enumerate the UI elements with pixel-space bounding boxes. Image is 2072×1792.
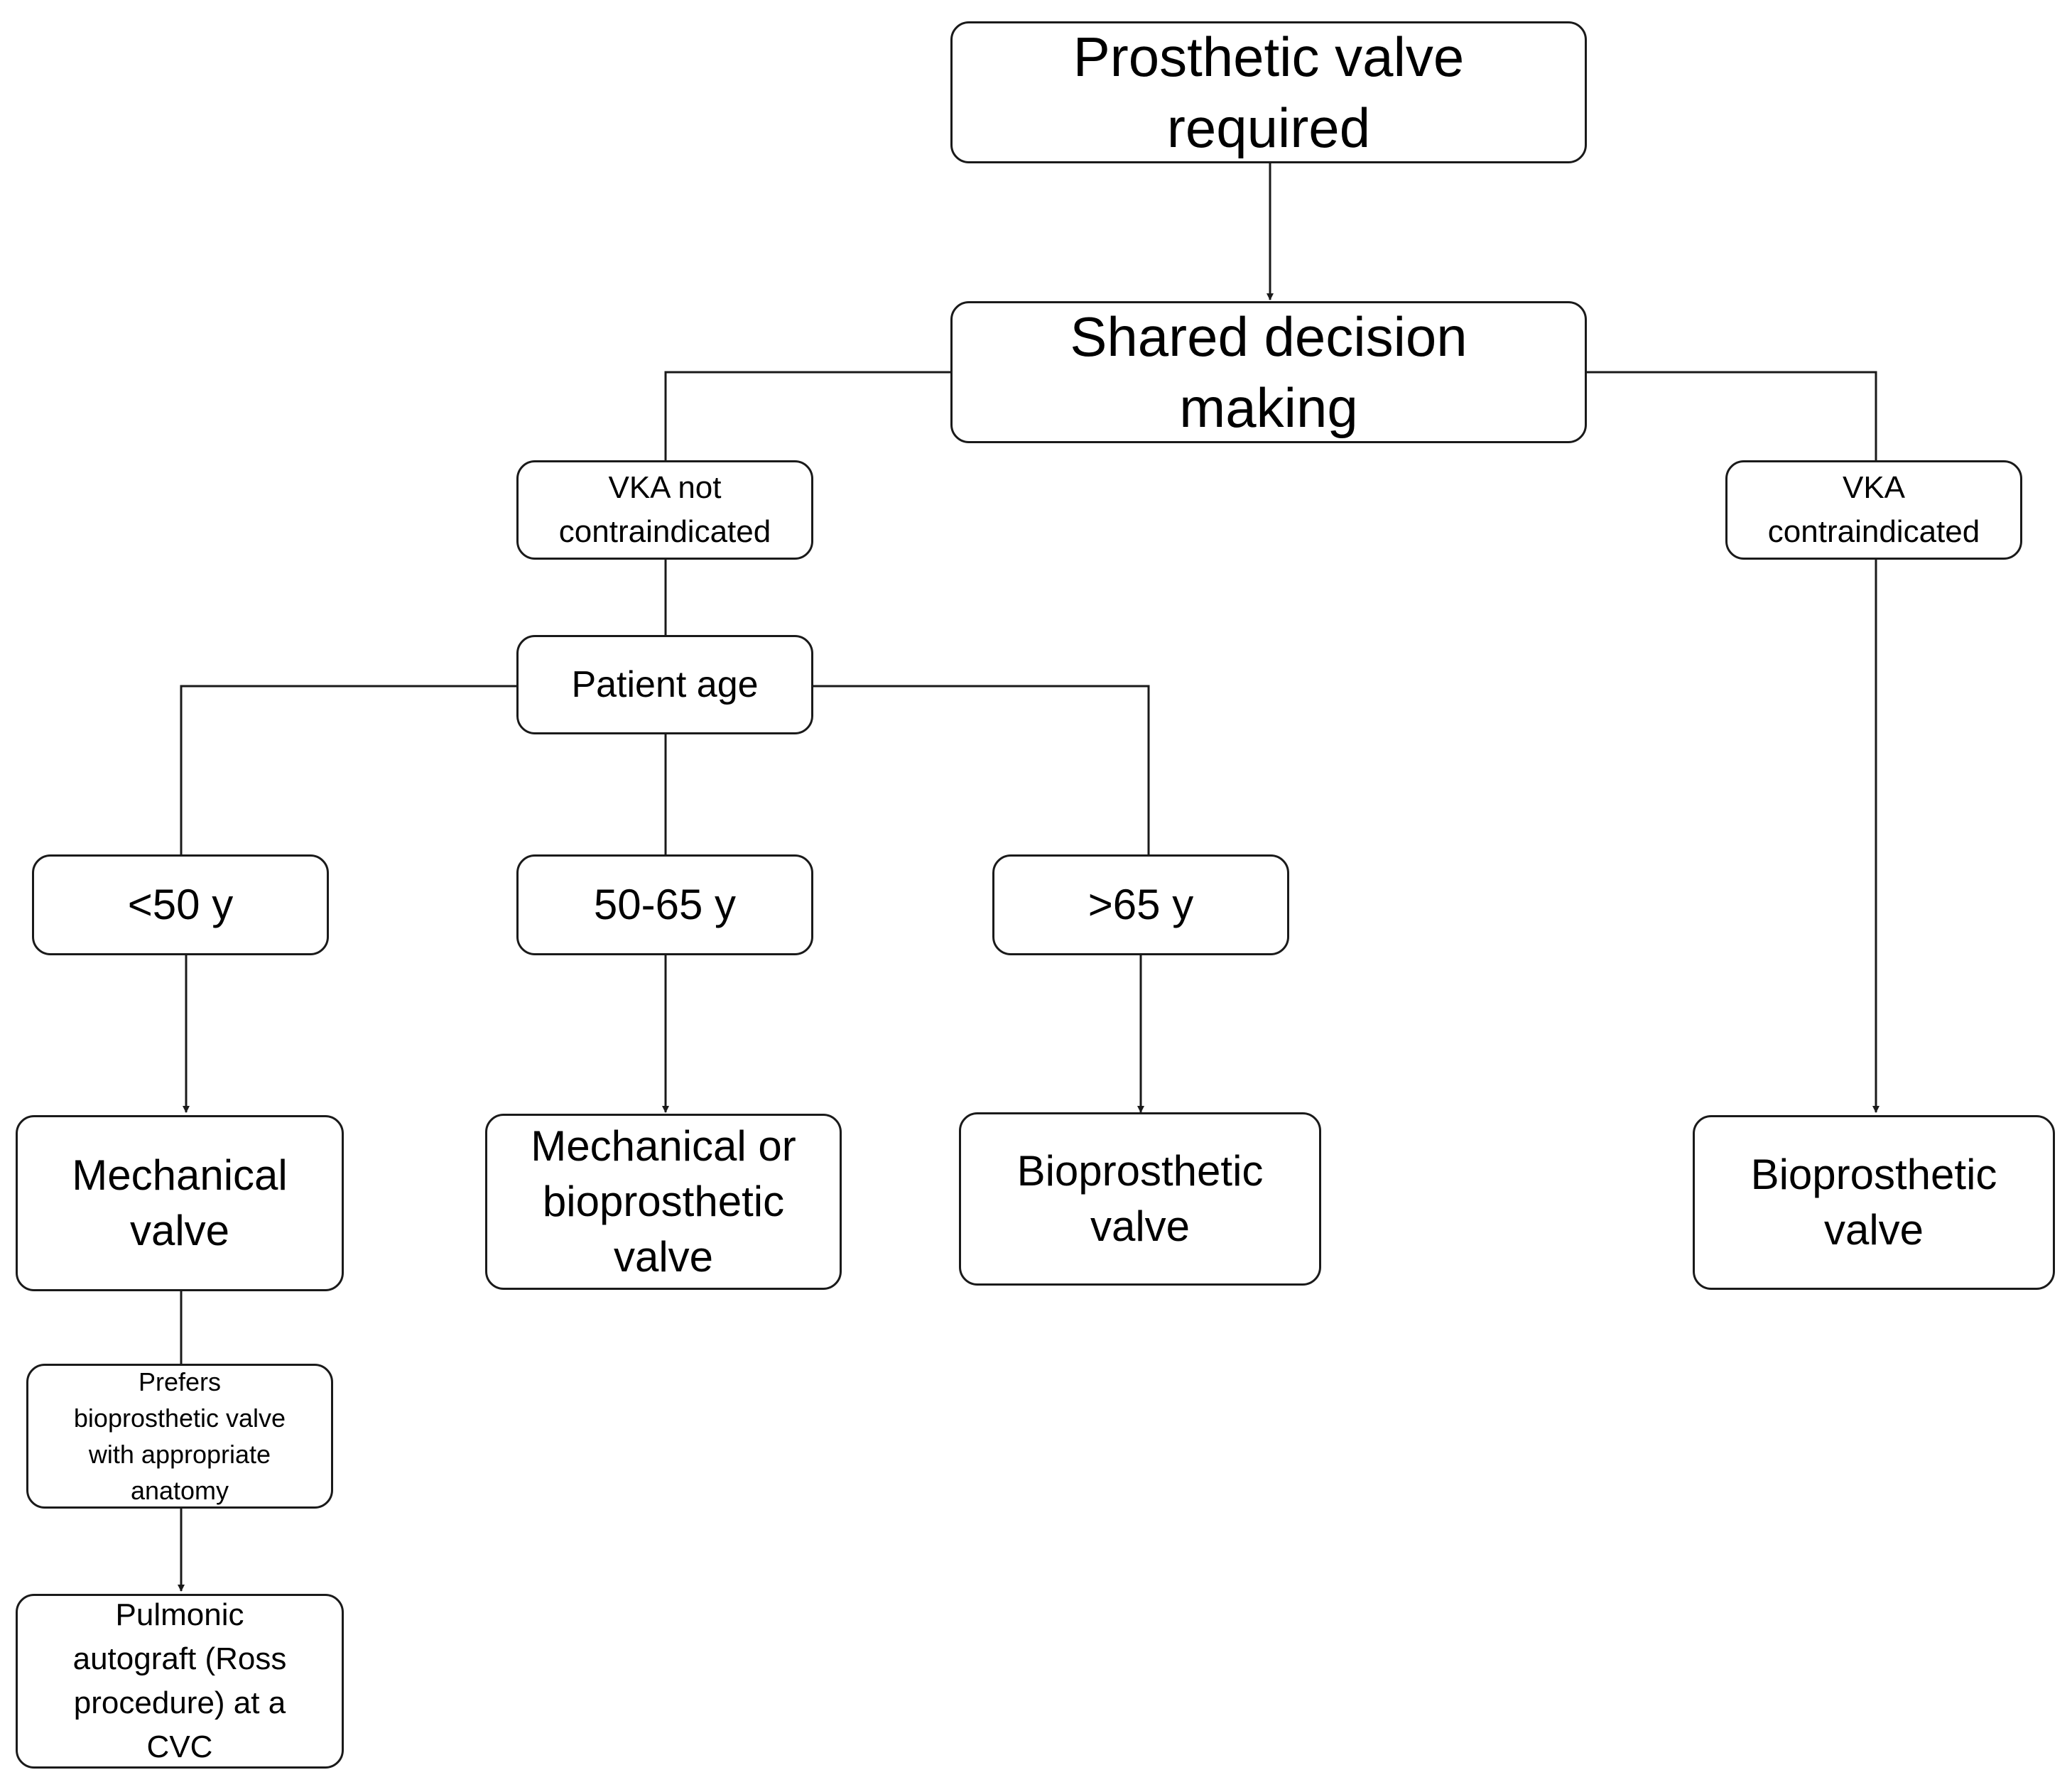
- ross-procedure-box: Pulmonic autograft (Ross procedure) at a…: [16, 1594, 344, 1769]
- age-under-50-box: <50 y: [32, 854, 329, 955]
- vka-contraindicated-box: VKA contraindicated: [1725, 460, 2022, 560]
- bioprosthetic-valve-vka-box: Bioprosthetic valve: [1693, 1115, 2055, 1290]
- prefers-bioprosthetic-box: Prefers bioprosthetic valve with appropr…: [26, 1364, 333, 1509]
- shared-decision-making-label: Shared decision making: [1070, 305, 1468, 439]
- mechanical-valve-box: Mechanical valve: [16, 1115, 344, 1291]
- patient-age-box: Patient age: [516, 635, 813, 734]
- bioprosthetic-valve-vka-label: Bioprosthetic valve: [1750, 1151, 1997, 1254]
- mechanical-or-bioprosthetic-label: Mechanical or bioprosthetic valve: [531, 1122, 796, 1281]
- bioprosthetic-valve-box: Bioprosthetic valve: [959, 1112, 1321, 1286]
- patient-age-label: Patient age: [571, 664, 759, 705]
- prefers-bioprosthetic-label: Prefers bioprosthetic valve with appropr…: [73, 1367, 286, 1505]
- vka-contraindicated-label: VKA contraindicated: [1767, 470, 1980, 549]
- age-over-65-label: >65 y: [1087, 881, 1194, 928]
- age-50-65-box: 50-65 y: [516, 854, 813, 955]
- mechanical-or-bioprosthetic-box: Mechanical or bioprosthetic valve: [485, 1114, 842, 1290]
- age-50-65-label: 50-65 y: [593, 881, 737, 928]
- vka-not-contraindicated-box: VKA not contraindicated: [516, 460, 813, 560]
- edge-age-gt65: [813, 685, 1150, 854]
- vka-not-contraindicated-label: VKA not contraindicated: [558, 470, 771, 549]
- edge-shared-vka-contra: [1587, 371, 1877, 460]
- edge-shared-vka-not: [664, 371, 950, 460]
- prosthetic-valve-required-label: Prosthetic valve required: [1073, 26, 1465, 159]
- age-over-65-box: >65 y: [992, 854, 1289, 955]
- prosthetic-valve-required-box: Prosthetic valve required: [950, 21, 1587, 163]
- edge-age-lt50: [180, 685, 516, 854]
- mechanical-valve-label: Mechanical valve: [72, 1151, 288, 1254]
- age-under-50-label: <50 y: [127, 881, 234, 928]
- bioprosthetic-valve-label: Bioprosthetic valve: [1016, 1147, 1264, 1250]
- shared-decision-making-box: Shared decision making: [950, 301, 1587, 443]
- ross-procedure-label: Pulmonic autograft (Ross procedure) at a…: [72, 1597, 287, 1764]
